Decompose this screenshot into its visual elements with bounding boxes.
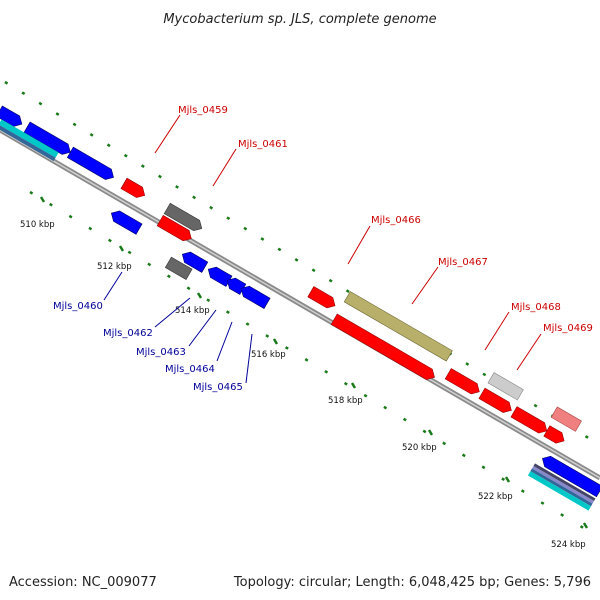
- callout-lines-blue: [103, 271, 253, 384]
- tick-label-524: 524 kbp: [551, 540, 586, 550]
- gene-feature-mjls-0466b: [330, 313, 435, 380]
- accession-text: Accession: NC_009077: [9, 575, 157, 590]
- gene-feature-mjls-0463: [207, 266, 233, 287]
- gene-feature-mjls-0468b: [478, 387, 512, 413]
- gene-label-mjls-0462[interactable]: Mjls_0462: [103, 328, 153, 339]
- gene-label-mjls-0469[interactable]: Mjls_0469: [543, 323, 593, 334]
- gene-label-mjls-0464[interactable]: Mjls_0464: [165, 364, 215, 375]
- gene-label-mjls-0465[interactable]: Mjls_0465: [193, 382, 243, 393]
- gene-feature-right-stripes: [527, 463, 596, 511]
- gene-label-mjls-0466[interactable]: Mjls_0466: [371, 215, 421, 226]
- tick-label-510: 510 kbp: [20, 220, 55, 230]
- gene-feature-mjls-0464: [226, 277, 247, 295]
- tick-label-514: 514 kbp: [175, 306, 210, 316]
- gene-feature-left-blue-a: [0, 105, 23, 127]
- gene-feature-left-cyan: [0, 119, 59, 162]
- genome-backbone: [0, 127, 600, 481]
- gene-label-mjls-0463[interactable]: Mjls_0463: [136, 347, 186, 358]
- gene-label-mjls-0461[interactable]: Mjls_0461: [238, 139, 288, 150]
- inner-dot-track: [29, 190, 600, 540]
- gene-feature-mjls-0469a: [510, 406, 548, 434]
- gene-feature-mjls-0465: [240, 285, 271, 309]
- tick-label-522: 522 kbp: [478, 492, 513, 502]
- gene-feature-mjls-0469: [550, 406, 582, 432]
- gene-feature-mjls-0460: [110, 210, 143, 235]
- gene-label-mjls-0460[interactable]: Mjls_0460: [53, 301, 103, 312]
- gene-feature-mjls-0461b: [156, 214, 192, 242]
- gene-label-mjls-0459[interactable]: Mjls_0459: [178, 105, 228, 116]
- gene-label-mjls-0467[interactable]: Mjls_0467: [438, 257, 488, 268]
- tick-label-520: 520 kbp: [402, 443, 437, 453]
- callout-lines-red: [154, 114, 542, 371]
- kbp-ticks: [39, 196, 589, 529]
- gene-feature-right-blue: [542, 455, 600, 498]
- gene-feature-mjls-0461: [163, 202, 203, 232]
- gene-feature-mjls-0467: [343, 291, 453, 362]
- tick-label-518: 518 kbp: [328, 396, 363, 406]
- genome-summary-text: Topology: circular; Length: 6,048,425 bp…: [233, 575, 591, 590]
- gene-feature-mjls-0466: [307, 286, 336, 309]
- gene-label-mjls-0468[interactable]: Mjls_0468: [511, 302, 561, 313]
- gene-feature-mjls-0469b: [543, 425, 565, 444]
- gene-feature-mjls-0462-top: [181, 251, 209, 273]
- tick-label-512: 512 kbp: [97, 262, 132, 272]
- map-title: Mycobacterium sp. JLS, complete genome: [163, 12, 436, 27]
- gene-feature-mjls-0462: [164, 256, 193, 280]
- gene-feature-mjls-0459: [120, 177, 146, 198]
- gene-feature-left-blue-b: [23, 121, 71, 155]
- gene-feature-mjls-0468a: [444, 368, 480, 395]
- gene-feature-left-blue-c: [66, 146, 114, 180]
- tick-label-516: 516 kbp: [251, 350, 286, 360]
- gene-feature-mjls-0468: [487, 372, 524, 401]
